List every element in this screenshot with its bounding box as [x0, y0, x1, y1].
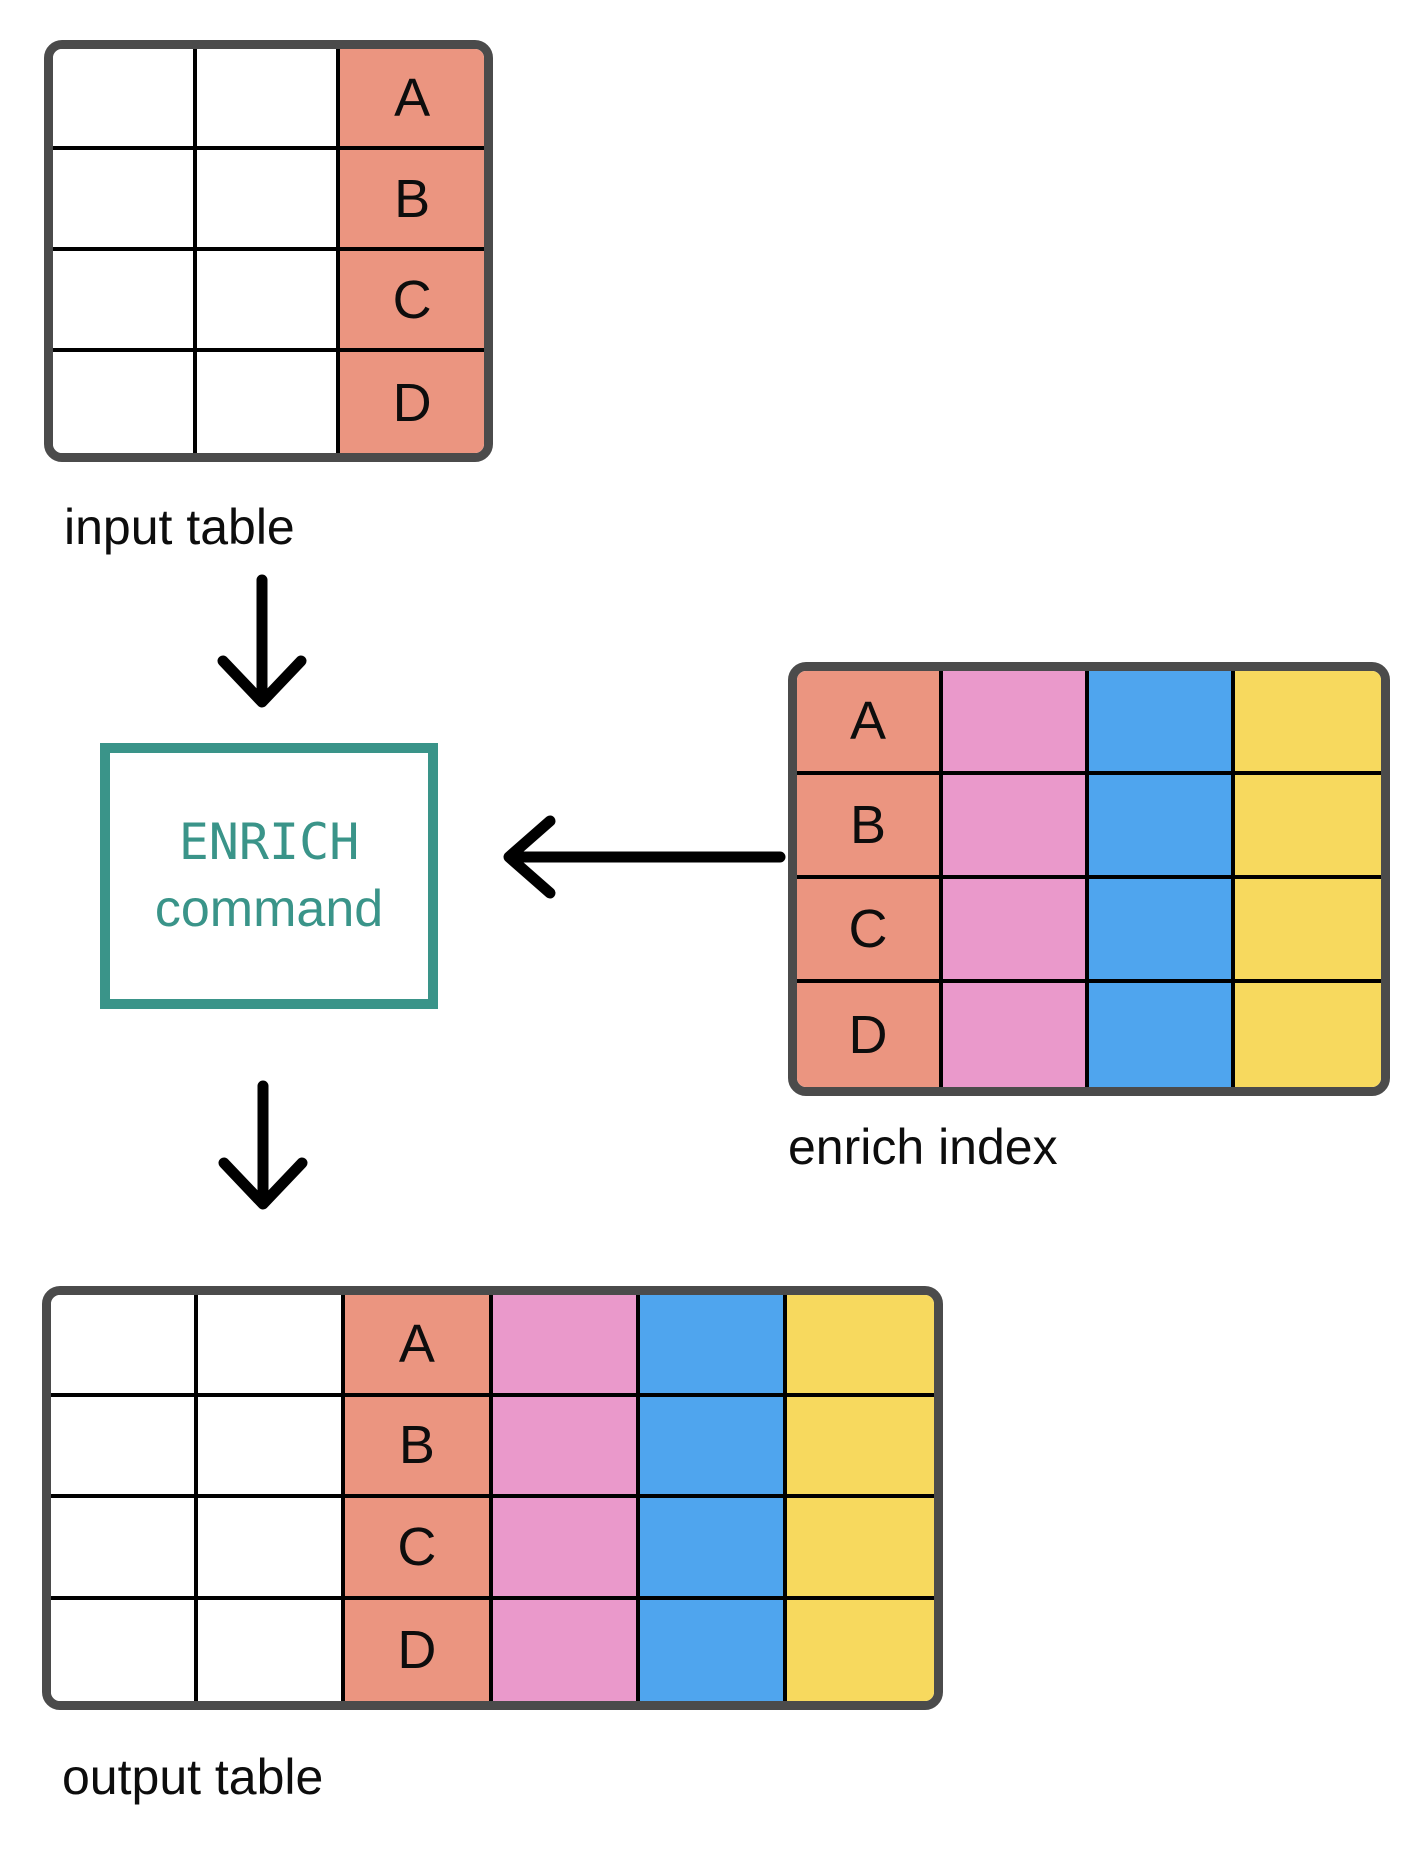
enrich-key-column-row-3: C — [797, 879, 943, 983]
enrich-command-word: command — [154, 880, 384, 938]
output-enriched-field-2-row-3 — [639, 1498, 787, 1600]
output-enriched-field-2-row-4 — [639, 1599, 787, 1701]
input-empty-column-1-row-4 — [53, 352, 197, 453]
input-empty-column-1-row-2 — [53, 150, 197, 251]
output-enriched-field-3-row-4 — [786, 1599, 934, 1701]
output-enriched-field-1-row-1 — [492, 1295, 640, 1397]
input-empty-column-2-row-4 — [196, 352, 341, 453]
enrich-enrich-field-2-row-1 — [1089, 671, 1235, 775]
output-enriched-field-1-row-4 — [492, 1599, 640, 1701]
output-empty-column-2-row-2 — [198, 1396, 346, 1498]
enrich-command-keyword: ENRICH — [178, 813, 360, 871]
enrich-key-column-row-4: D — [797, 983, 943, 1087]
enrich-enrich-field-2-row-2 — [1089, 775, 1235, 879]
output-enriched-field-2-row-1 — [639, 1295, 787, 1397]
enrich-enrich-field-3-row-2 — [1235, 775, 1381, 879]
output-empty-column-1-row-4 — [51, 1599, 199, 1701]
input-empty-column-2-row-2 — [196, 150, 341, 251]
input-empty-column-1-row-1 — [53, 49, 197, 150]
enrich-enrich-field-1-row-4 — [943, 983, 1089, 1087]
enrich-enrich-field-3-row-3 — [1235, 879, 1381, 983]
input-key-column-row-3: C — [340, 251, 484, 352]
enrich-enrich-field-1-row-1 — [943, 671, 1089, 775]
enrich-enrich-field-2-row-3 — [1089, 879, 1235, 983]
output-enriched-field-3-row-1 — [786, 1295, 934, 1397]
output-enriched-field-3-row-3 — [786, 1498, 934, 1600]
enrich-enrich-field-1-row-2 — [943, 775, 1089, 879]
input-empty-column-2-row-1 — [196, 49, 341, 150]
arrow-down-enrich-to-output-icon — [218, 1080, 308, 1210]
input-table-label: input table — [64, 499, 295, 555]
output-enriched-field-2-row-2 — [639, 1396, 787, 1498]
arrow-down-input-to-enrich-icon — [217, 574, 307, 708]
enrich-key-column-row-1: A — [797, 671, 943, 775]
output-key-column-row-2: B — [345, 1396, 493, 1498]
output-empty-column-2-row-3 — [198, 1498, 346, 1600]
enrich-index-label: enrich index — [788, 1119, 1058, 1175]
output-key-column-row-3: C — [345, 1498, 493, 1600]
output-empty-column-1-row-1 — [51, 1295, 199, 1397]
output-enriched-field-3-row-2 — [786, 1396, 934, 1498]
input-key-column-row-2: B — [340, 150, 484, 251]
output-key-column-row-1: A — [345, 1295, 493, 1397]
output-key-column-row-4: D — [345, 1599, 493, 1701]
enrich-enrich-field-3-row-4 — [1235, 983, 1381, 1087]
output-enriched-field-1-row-2 — [492, 1396, 640, 1498]
output-empty-column-2-row-1 — [198, 1295, 346, 1397]
enrich-command-box: ENRICH command — [100, 743, 438, 1009]
input-empty-column-1-row-3 — [53, 251, 197, 352]
output-empty-column-1-row-2 — [51, 1396, 199, 1498]
input-key-column-row-1: A — [340, 49, 484, 150]
arrow-left-index-to-enrich-icon — [503, 815, 786, 899]
output-enriched-field-1-row-3 — [492, 1498, 640, 1600]
output-empty-column-2-row-4 — [198, 1599, 346, 1701]
enrich-enrich-field-1-row-3 — [943, 879, 1089, 983]
input-key-column-row-4: D — [340, 352, 484, 453]
enrich-enrich-field-3-row-1 — [1235, 671, 1381, 775]
input-empty-column-2-row-3 — [196, 251, 341, 352]
enrich-enrich-field-2-row-4 — [1089, 983, 1235, 1087]
output-table-label: output table — [62, 1749, 324, 1805]
output-empty-column-1-row-3 — [51, 1498, 199, 1600]
enrich-key-column-row-2: B — [797, 775, 943, 879]
